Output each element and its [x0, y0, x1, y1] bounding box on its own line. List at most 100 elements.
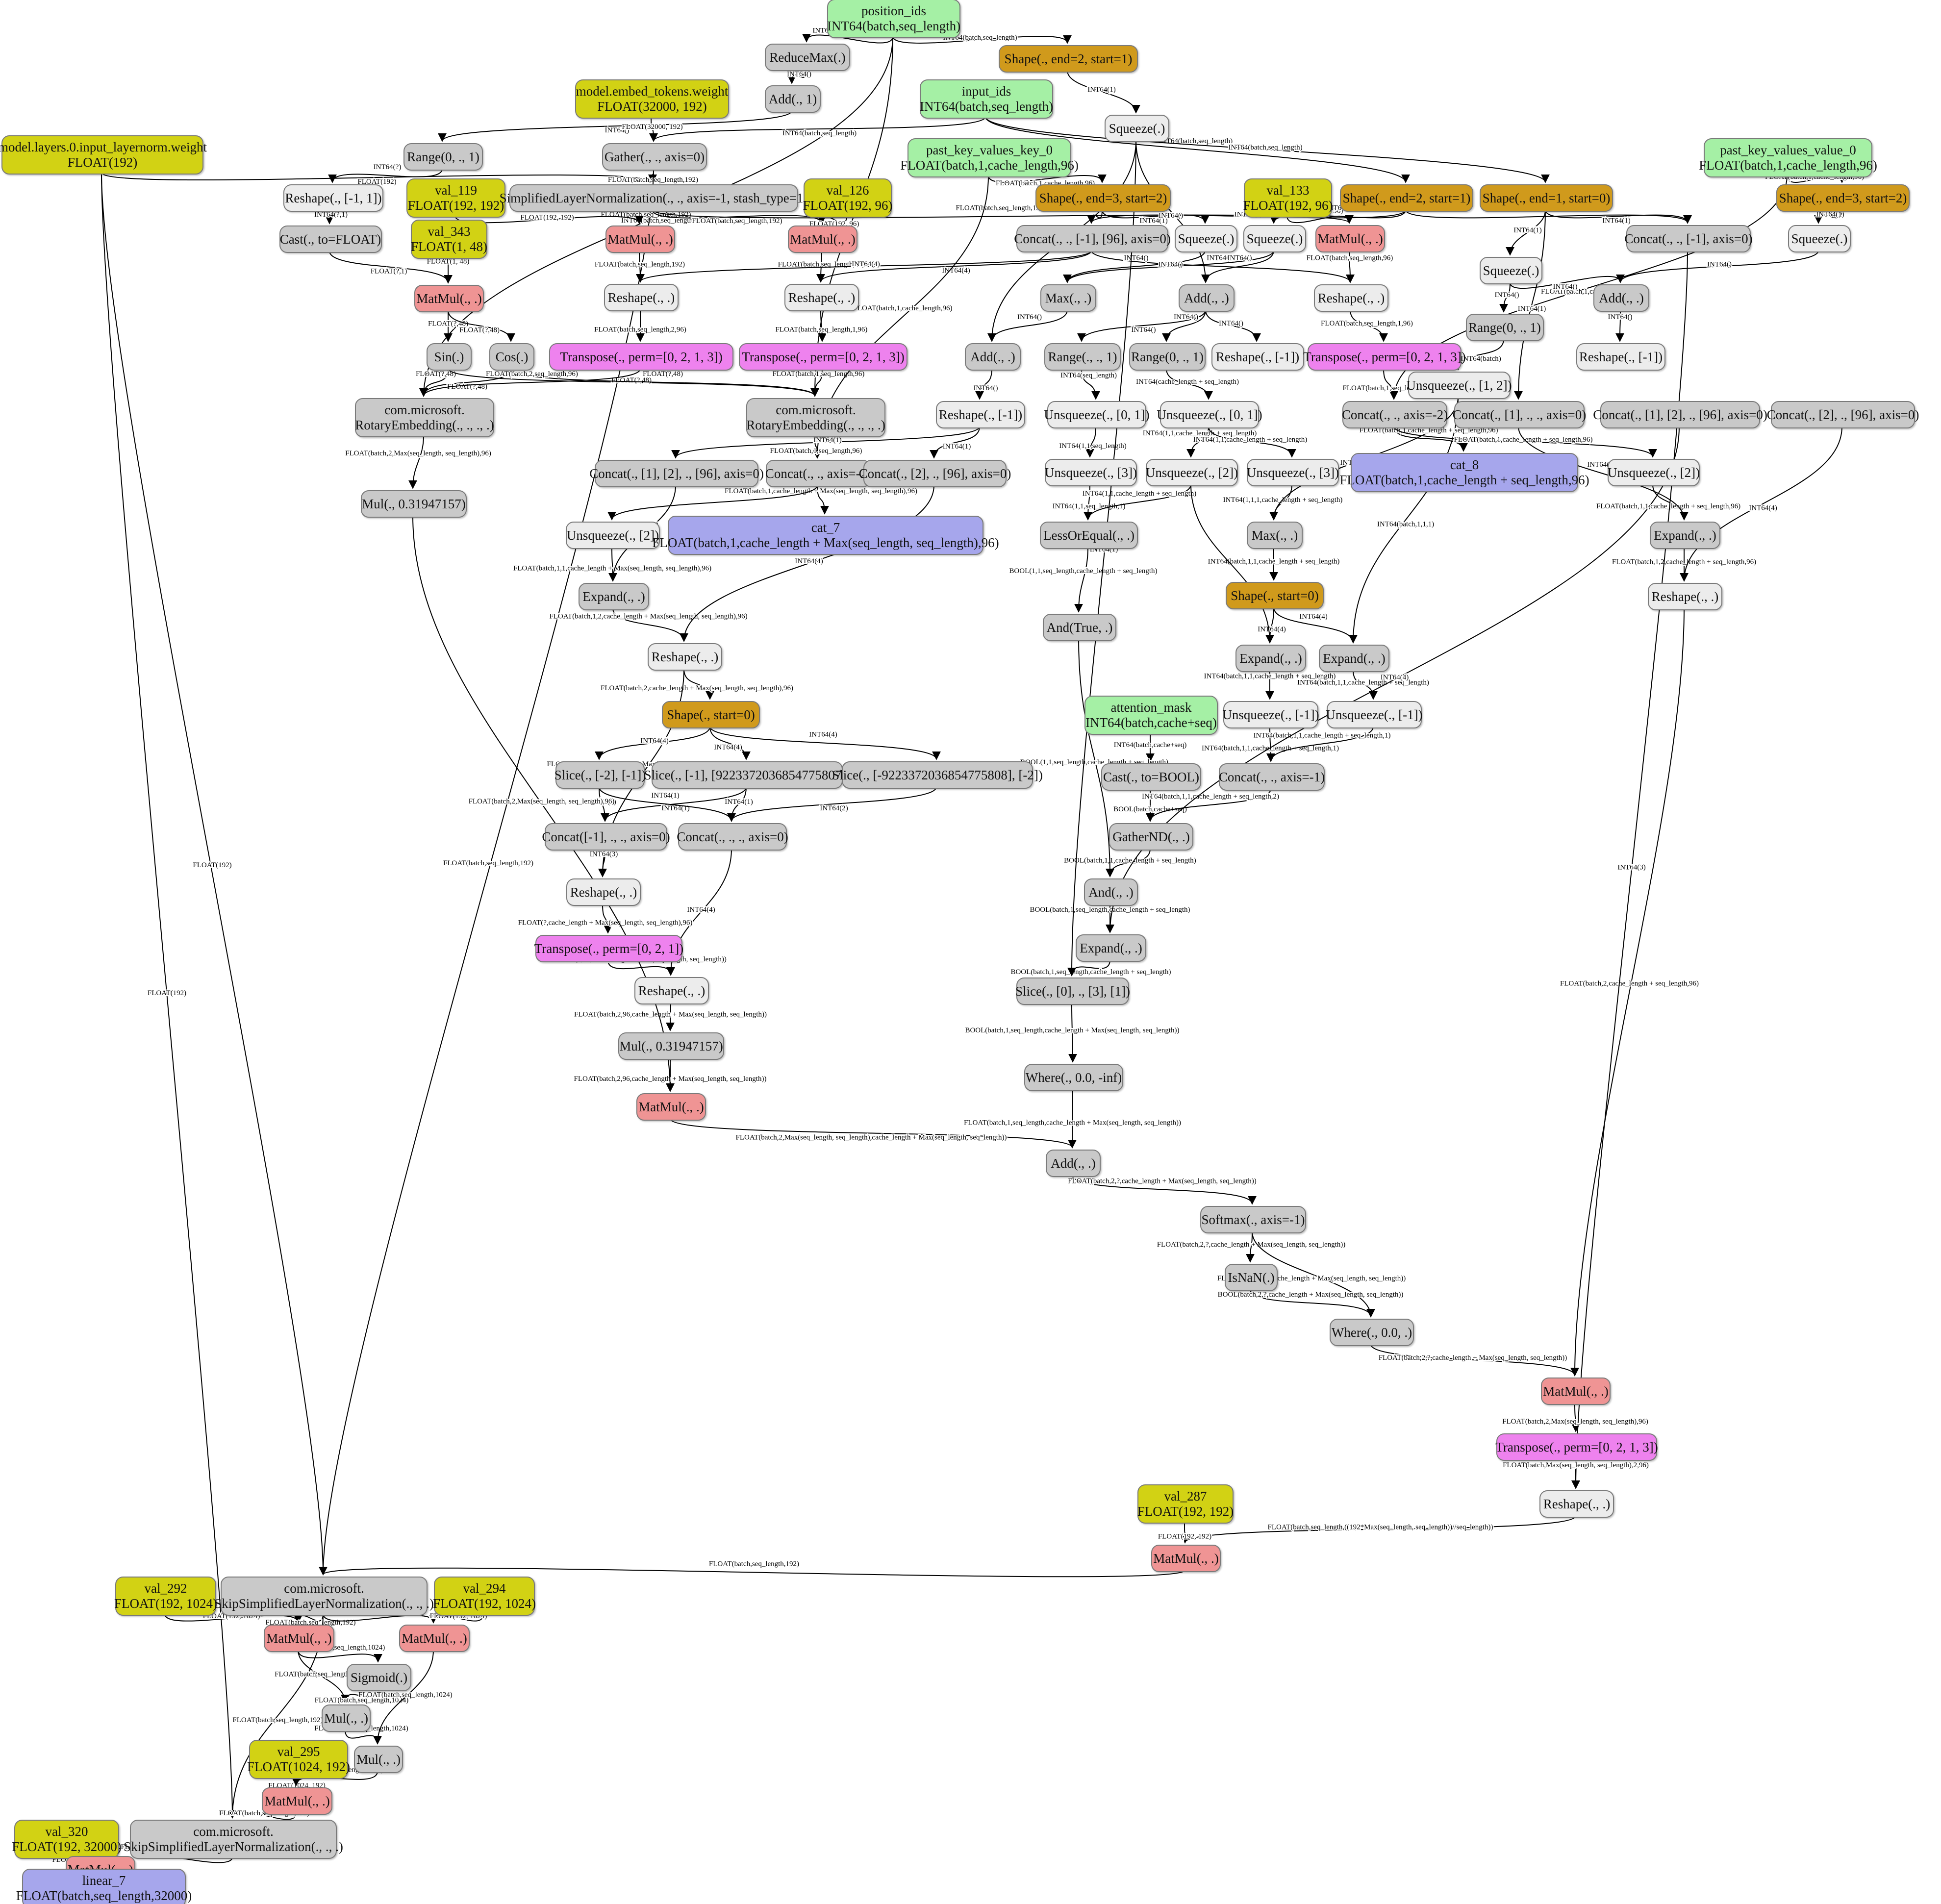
node-reshKflat[interactable]: Reshape(., .)	[566, 878, 641, 906]
node-rangeA[interactable]: Range(., ., 1)	[1044, 343, 1121, 371]
node-transK[interactable]: Transpose(., perm=[0, 2, 1, 3])	[739, 343, 907, 371]
node-reshM1a[interactable]: Reshape(., [-1])	[1211, 343, 1304, 371]
node-whereNaN[interactable]: Where(., 0.0, .)	[1330, 1319, 1414, 1346]
node-reshapeK[interactable]: Reshape(., .)	[784, 284, 859, 311]
node-expandM2[interactable]: Expand(., .)	[1319, 645, 1389, 672]
node-expandM1[interactable]: Expand(., .)	[1235, 645, 1306, 672]
node-squeezeMid[interactable]: Squeeze(.)	[1480, 257, 1542, 284]
node-cos[interactable]: Cos(.)	[489, 343, 534, 371]
node-reshapeR[interactable]: Reshape(., .)	[1648, 583, 1722, 610]
node-reshapeV[interactable]: Reshape(., .)	[1314, 284, 1388, 312]
node-range0L[interactable]: Range(0, ., 1)	[403, 143, 483, 171]
node-skipln1[interactable]: com.microsoft.SkipSimplifiedLayerNormali…	[214, 1577, 434, 1616]
node-whereInf[interactable]: Where(., 0.0, -inf)	[1024, 1064, 1123, 1091]
node-concatShR[interactable]: Concat(., ., [-1], axis=0)	[1624, 225, 1753, 252]
node-gather[interactable]: Gather(., ., axis=0)	[602, 143, 707, 171]
node-transOut[interactable]: Transpose(., perm=[0, 2, 1, 3])	[1495, 1433, 1658, 1461]
node-mulK[interactable]: Mul(., 0.31947157)	[618, 1032, 724, 1060]
node-addL[interactable]: Add(., .)	[965, 343, 1021, 371]
node-matmulGate[interactable]: MatMul(., .)	[264, 1625, 334, 1652]
node-shapeS0b[interactable]: Shape(., start=0)	[1226, 582, 1324, 609]
node-skipln2[interactable]: com.microsoft.SkipSimplifiedLayerNormali…	[124, 1820, 343, 1859]
node-squeezeA[interactable]: Squeeze(.)	[1175, 225, 1237, 252]
node-unsq3a[interactable]: Unsqueeze(., [3])	[1045, 459, 1137, 486]
node-slice2[interactable]: Slice(., [-1], [9223372036854775807])	[644, 761, 850, 789]
node-shapeS0[interactable]: Shape(., start=0)	[662, 701, 760, 728]
node-matmulK[interactable]: MatMul(., .)	[788, 225, 857, 253]
node-matmulV[interactable]: MatMul(., .)	[1315, 225, 1385, 252]
node-concatVc[interactable]: Concat(., ., axis=-2)	[1342, 401, 1448, 428]
node-shapeE2S1b[interactable]: Shape(., end=2, start=1)	[1340, 184, 1473, 212]
node-concat296L[interactable]: Concat(., [2], ., [96], axis=0)	[859, 460, 1011, 487]
node-concat1296L[interactable]: Concat(., [1], [2], ., [96], axis=0)	[589, 460, 764, 487]
node-andTrue[interactable]: And(True, .)	[1043, 614, 1116, 641]
node-unsq2b[interactable]: Unsqueeze(., [2])	[1146, 459, 1238, 486]
node-addR[interactable]: Add(., .)	[1593, 284, 1649, 312]
node-matmulUp[interactable]: MatMul(., .)	[399, 1625, 470, 1652]
node-unsqM1a[interactable]: Unsqueeze(., [-1])	[1222, 701, 1319, 728]
node-unsq12[interactable]: Unsqueeze(., [1, 2])	[1406, 372, 1512, 399]
node-concat4[interactable]: Concat(., ., ., axis=0)	[677, 823, 788, 851]
node-transV[interactable]: Transpose(., perm=[0, 2, 1, 3])	[1303, 343, 1466, 371]
node-matmulRot[interactable]: MatMul(., .)	[414, 285, 484, 312]
node-slice3[interactable]: Slice(., [-9223372036854775808], [-2])	[832, 761, 1043, 789]
node-expandK[interactable]: Expand(., .)	[579, 583, 649, 610]
node-rotL[interactable]: com.microsoft.RotaryEmbedding(., ., ., .…	[355, 398, 494, 437]
node-unsq01a[interactable]: Unsqueeze(., [0, 1])	[1044, 401, 1150, 428]
node-matmulAV[interactable]: MatMul(., .)	[1541, 1378, 1611, 1405]
node-max1[interactable]: Max(., .)	[1040, 284, 1096, 312]
node-mulUp[interactable]: Mul(., .)	[354, 1746, 403, 1773]
node-castB[interactable]: Cast(., to=BOOL)	[1101, 763, 1201, 791]
node-unsqM1b[interactable]: Unsqueeze(., [-1])	[1326, 701, 1423, 728]
node-shapeE3S2L[interactable]: Shape(., end=3, start=2)	[1035, 184, 1171, 212]
node-softmax[interactable]: Softmax(., axis=-1)	[1200, 1206, 1306, 1233]
node-isnan[interactable]: IsNaN(.)	[1225, 1264, 1278, 1291]
node-reducemax[interactable]: ReduceMax(.)	[765, 44, 850, 71]
node-shape_top[interactable]: Shape(., end=2, start=1)	[999, 45, 1138, 73]
node-matmulQK[interactable]: MatMul(., .)	[636, 1093, 706, 1121]
node-gathernd[interactable]: GatherND(., .)	[1109, 823, 1193, 851]
node-addMask[interactable]: Add(., .)	[1046, 1150, 1101, 1177]
node-unsq2R[interactable]: Unsqueeze(., [2])	[1608, 459, 1700, 486]
node-range0R[interactable]: Range(0, ., 1)	[1465, 314, 1544, 341]
node-sliceMask[interactable]: Slice(., [0], ., [3], [1])	[1015, 977, 1130, 1005]
node-mulQ[interactable]: Mul(., 0.31947157)	[361, 490, 467, 518]
node-andMask[interactable]: And(., .)	[1084, 878, 1138, 906]
node-squeezetop[interactable]: Squeeze(.)	[1105, 115, 1169, 142]
node-concat296R[interactable]: Concat(., [2], ., [96], axis=0)	[1767, 401, 1919, 428]
node-reshM1c[interactable]: Reshape(., [-1])	[936, 401, 1025, 428]
node-matmulOut[interactable]: MatMul(., .)	[1151, 1545, 1221, 1572]
node-sin[interactable]: Sin(.)	[427, 343, 472, 371]
node-squeezeR[interactable]: Squeeze(.)	[1788, 225, 1851, 252]
node-unsq3b[interactable]: Unsqueeze(., [3])	[1247, 459, 1339, 486]
node-matmulDown[interactable]: MatMul(., .)	[262, 1787, 332, 1815]
node-concatKc[interactable]: Concat(., ., axis=-2)	[765, 460, 871, 487]
node-concatM1[interactable]: Concat(., ., axis=-1)	[1219, 763, 1325, 791]
node-cast[interactable]: Cast(., to=FLOAT)	[279, 225, 382, 253]
node-shapeE3S2R[interactable]: Shape(., end=3, start=2)	[1776, 184, 1910, 212]
node-addC[interactable]: Add(., .)	[1179, 284, 1235, 312]
node-transQ[interactable]: Transpose(., perm=[0, 2, 1, 3])	[549, 343, 733, 371]
node-matmulQ[interactable]: MatMul(., .)	[605, 225, 675, 253]
node-concat1[interactable]: Concat(., [1], ., ., axis=0)	[1453, 401, 1586, 428]
node-sigmoid[interactable]: Sigmoid(.)	[347, 1664, 411, 1691]
node-reshOut[interactable]: Reshape(., .)	[1539, 1490, 1614, 1518]
node-reshapeQ[interactable]: Reshape(., .)	[604, 284, 679, 311]
node-unsqK2[interactable]: Unsqueeze(., [2])	[566, 522, 660, 549]
node-concatKV[interactable]: Concat(., ., [-1], [96], axis=0)	[1014, 225, 1171, 252]
